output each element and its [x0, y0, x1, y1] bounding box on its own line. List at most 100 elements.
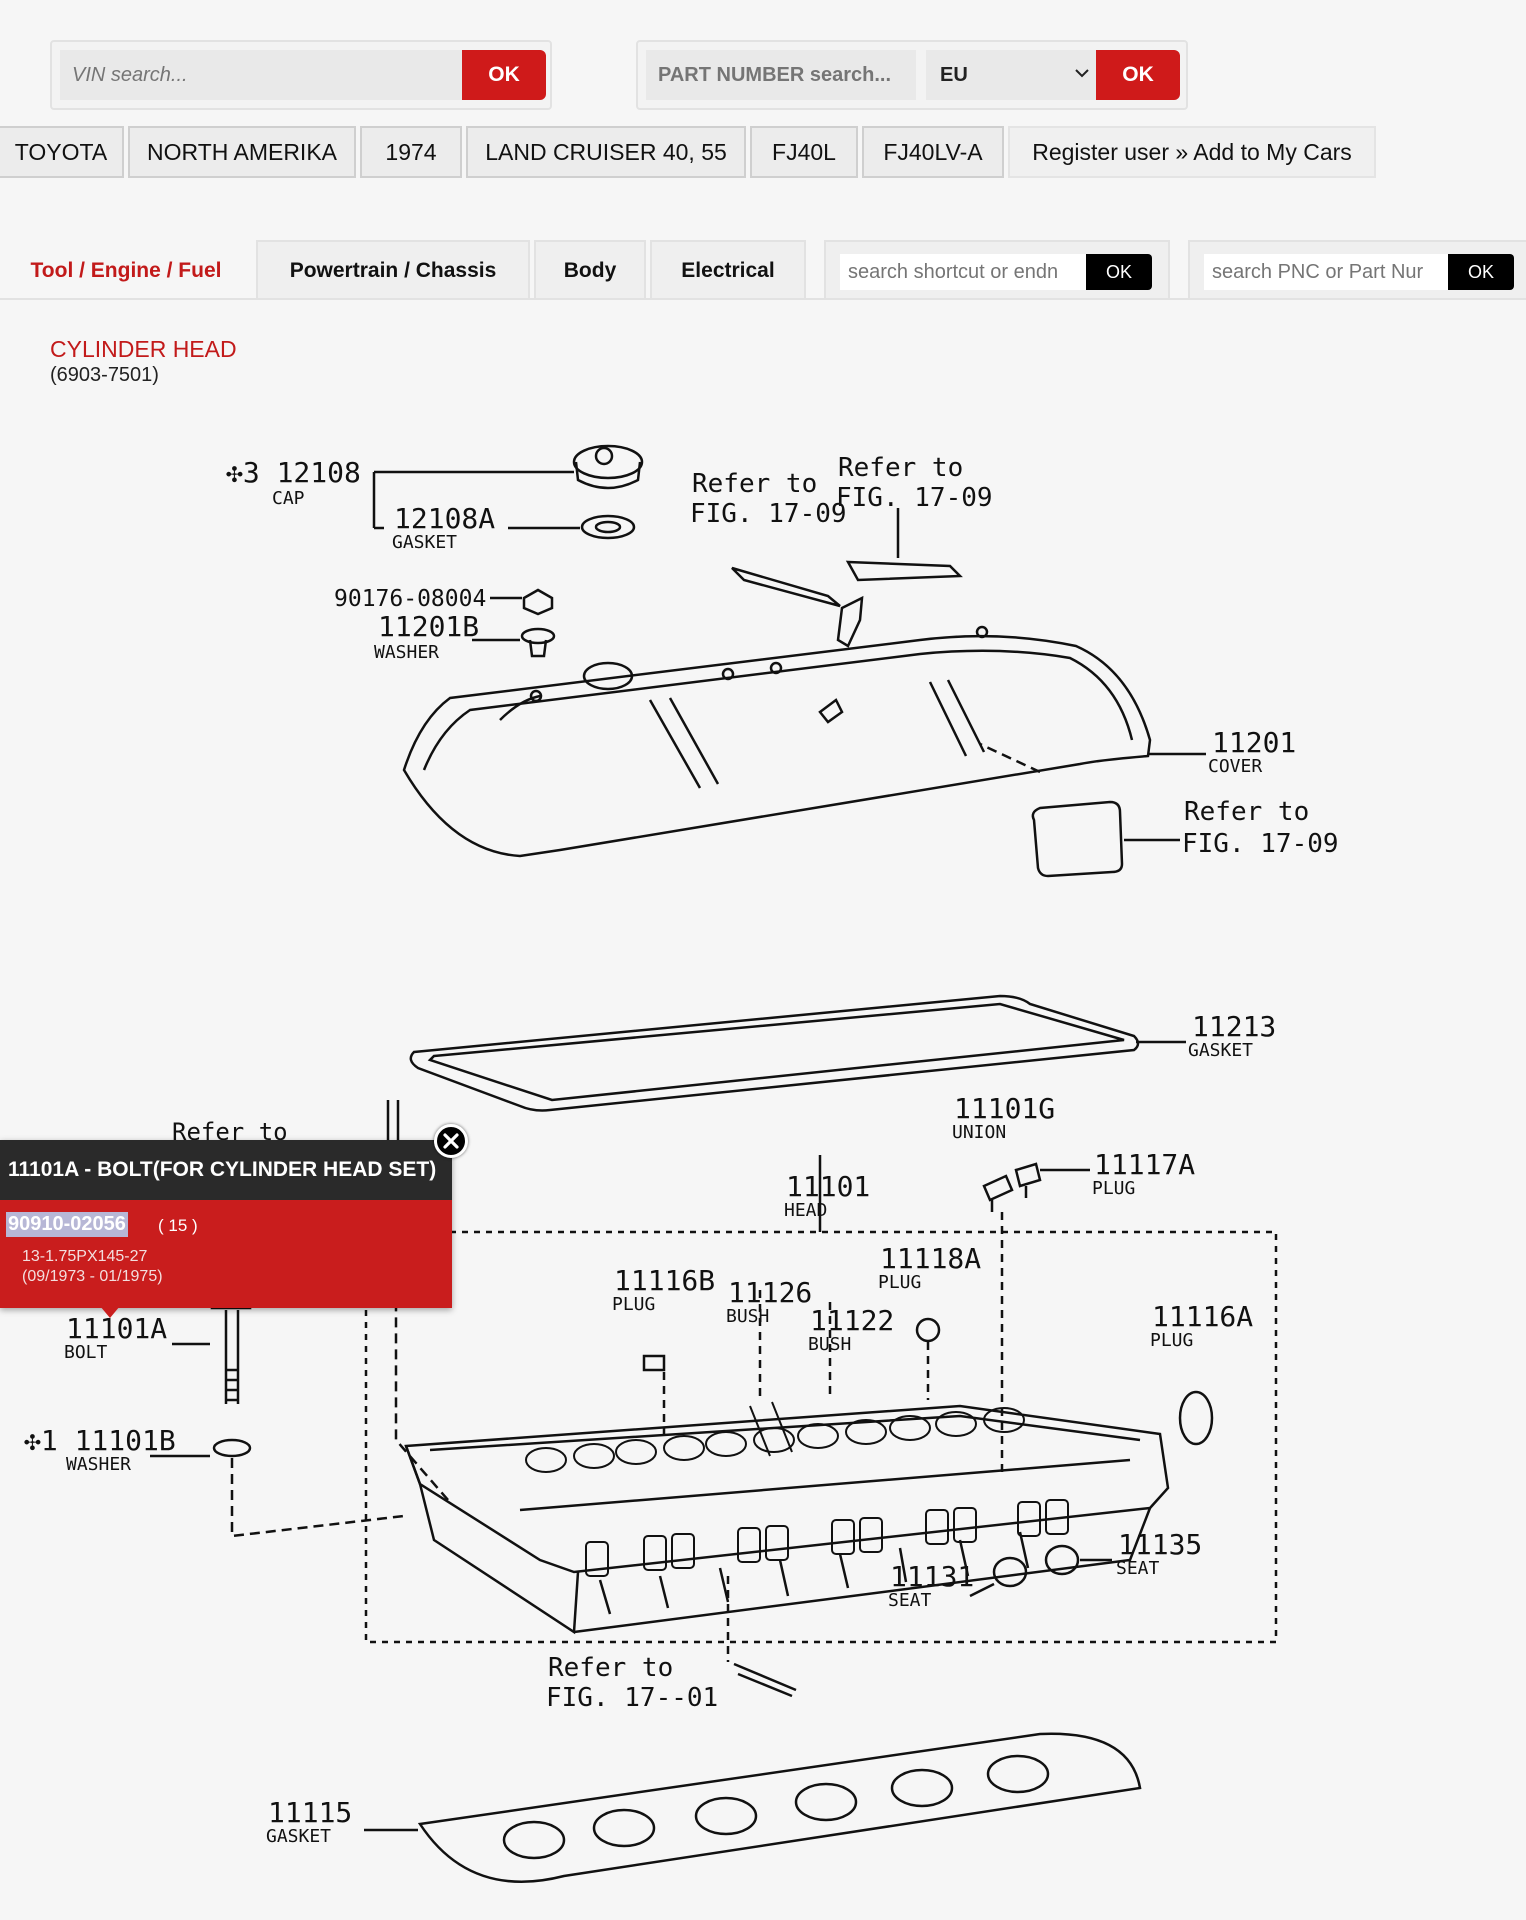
label-plug-c: PLUG [612, 1294, 655, 1315]
label-plug-b-number[interactable]: 11118A [880, 1242, 981, 1275]
oil-cap-drawing[interactable] [572, 444, 644, 490]
label-cap: CAP [272, 488, 305, 509]
label-refer-2a: Refer to [838, 453, 963, 483]
refer-plate-2[interactable] [845, 560, 963, 582]
label-cover: COVER [1208, 756, 1262, 777]
label-washer-b: WASHER [374, 642, 439, 663]
tab-body[interactable]: Body [534, 240, 646, 300]
seat-b-drawing[interactable] [992, 1556, 1028, 1588]
close-icon [443, 1133, 459, 1149]
label-refer-5a: Refer to [548, 1653, 673, 1683]
head-gasket-drawing[interactable] [417, 1732, 1142, 1883]
label-refer-1b[interactable]: FIG. 17-09 [690, 499, 847, 529]
vin-search-input[interactable] [60, 50, 474, 100]
label-plug-c-number[interactable]: 11116B [614, 1264, 715, 1297]
cap-gasket-drawing[interactable] [580, 514, 636, 540]
shortcut-search-input[interactable] [840, 254, 1088, 290]
popup-quantity: ( 15 ) [158, 1216, 198, 1235]
vin-search-box: OK [50, 40, 552, 110]
label-seat-a: SEAT [1116, 1558, 1160, 1579]
part-number-search-input[interactable] [646, 50, 916, 100]
chevron-down-icon [1075, 69, 1089, 78]
label-refer-5b[interactable]: FIG. 17--01 [546, 1683, 718, 1713]
label-plug-d-number[interactable]: 11116A [1152, 1300, 1253, 1333]
label-gasket: GASKET [1188, 1040, 1253, 1061]
plug-c-drawing[interactable] [642, 1354, 666, 1372]
label-plug-d: PLUG [1150, 1330, 1193, 1351]
cylinder-head-drawing[interactable] [404, 1404, 1170, 1635]
refer-plate-3[interactable] [1031, 800, 1124, 878]
breadcrumb-variant[interactable]: FJ40LV-A [862, 126, 1004, 178]
label-head: HEAD [784, 1200, 827, 1221]
breadcrumb-frame[interactable]: FJ40L [750, 126, 858, 178]
label-seat-a-number[interactable]: 11135 [1118, 1528, 1202, 1561]
label-bush-a-number[interactable]: 11126 [728, 1276, 812, 1309]
label-head-gasket: GASKET [266, 1826, 331, 1847]
rocker-gasket-drawing[interactable] [409, 994, 1140, 1112]
label-washer: WASHER [66, 1454, 131, 1475]
label-refer-3b[interactable]: FIG. 17-09 [1182, 829, 1339, 859]
union-drawing[interactable] [982, 1174, 1014, 1202]
page-subtitle: (6903-7501) [50, 364, 159, 386]
label-cap-number[interactable]: ✣3 12108 [226, 456, 361, 489]
label-washer-b-number[interactable]: 11201B [378, 610, 479, 643]
parts-diagram-svg: ✣3 12108 CAP 12108A GASKET 90176-08004 1… [24, 444, 1339, 1883]
label-seat-b: SEAT [888, 1590, 932, 1611]
plug-a-drawing[interactable] [1014, 1162, 1042, 1188]
label-bush-a: BUSH [726, 1306, 769, 1327]
part-number-ok-button[interactable]: OK [1096, 50, 1180, 100]
tab-tool-engine-fuel[interactable]: Tool / Engine / Fuel [0, 240, 252, 300]
tab-electrical[interactable]: Electrical [650, 240, 806, 300]
popup-title: 11101A - BOLT(FOR CYLINDER HEAD SET) [0, 1140, 452, 1200]
label-head-gasket-number[interactable]: 11115 [268, 1796, 352, 1829]
popup-part-number[interactable]: 90910-02056 [6, 1212, 128, 1237]
breadcrumb-model[interactable]: LAND CRUISER 40, 55 [466, 126, 746, 178]
region-select[interactable]: EU [926, 50, 1102, 100]
label-plug-a: PLUG [1092, 1178, 1135, 1199]
tab-powertrain-chassis[interactable]: Powertrain / Chassis [256, 240, 530, 300]
shortcut-search-box: OK [824, 240, 1170, 300]
label-gasket-number[interactable]: 11213 [1192, 1010, 1276, 1043]
label-gasket-a: GASKET [392, 532, 457, 553]
pnc-search-input[interactable] [1204, 254, 1450, 290]
popup-date-range: (09/1973 - 01/1975) [22, 1268, 163, 1285]
nut-drawing[interactable] [522, 588, 554, 616]
breadcrumb-region[interactable]: NORTH AMERIKA [128, 126, 356, 178]
popup-pointer [100, 1306, 120, 1318]
parts-diagram: ✣3 12108 CAP 12108A GASKET 90176-08004 1… [0, 400, 1526, 1920]
plug-b-drawing[interactable] [915, 1317, 941, 1343]
plug-d-drawing[interactable] [1178, 1390, 1214, 1446]
label-cover-number[interactable]: 11201 [1212, 726, 1296, 759]
valve-cover-drawing[interactable] [402, 625, 1152, 858]
page-title: CYLINDER HEAD [50, 336, 237, 362]
shortcut-search-ok-button[interactable]: OK [1086, 254, 1152, 290]
washer-11101b-drawing[interactable] [212, 1438, 252, 1458]
breadcrumb-make[interactable]: TOYOTA [0, 126, 124, 178]
label-refer-1a: Refer to [692, 469, 817, 499]
seat-a-drawing[interactable] [1044, 1544, 1080, 1576]
label-bush-b: BUSH [808, 1334, 851, 1355]
tab-divider [0, 298, 1526, 300]
refer-plate-1[interactable] [731, 566, 841, 608]
pnc-search-ok-button[interactable]: OK [1448, 254, 1514, 290]
vin-search-ok-button[interactable]: OK [462, 50, 546, 100]
popup-close-button[interactable] [434, 1124, 468, 1158]
label-nut-number[interactable]: 90176-08004 [334, 586, 486, 612]
label-plug-a-number[interactable]: 11117A [1094, 1148, 1195, 1181]
label-head-number[interactable]: 11101 [786, 1170, 870, 1203]
popup-body: 90910-02056 ( 15 ) 13-1.75PX145-27 (09/1… [0, 1200, 452, 1308]
washer-drawing[interactable] [520, 627, 556, 645]
label-gasket-a-number[interactable]: 12108A [394, 502, 495, 535]
label-refer-2b[interactable]: FIG. 17-09 [836, 483, 993, 513]
register-add-car-button[interactable]: Register user » Add to My Cars [1008, 126, 1376, 178]
label-bush-b-number[interactable]: 11122 [810, 1304, 894, 1337]
label-refer-3a: Refer to [1184, 797, 1309, 827]
head-assembly-frame [364, 1230, 1278, 1644]
part-info-popup: 11101A - BOLT(FOR CYLINDER HEAD SET) 909… [0, 1140, 452, 1308]
label-washer-number[interactable]: ✣1 11101B [24, 1424, 176, 1457]
pnc-search-box: OK [1188, 240, 1526, 300]
breadcrumb-year[interactable]: 1974 [360, 126, 462, 178]
label-seat-b-number[interactable]: 11131 [890, 1560, 974, 1593]
dowel-stud-drawing[interactable] [733, 1662, 797, 1698]
label-union-number[interactable]: 11101G [954, 1092, 1055, 1125]
